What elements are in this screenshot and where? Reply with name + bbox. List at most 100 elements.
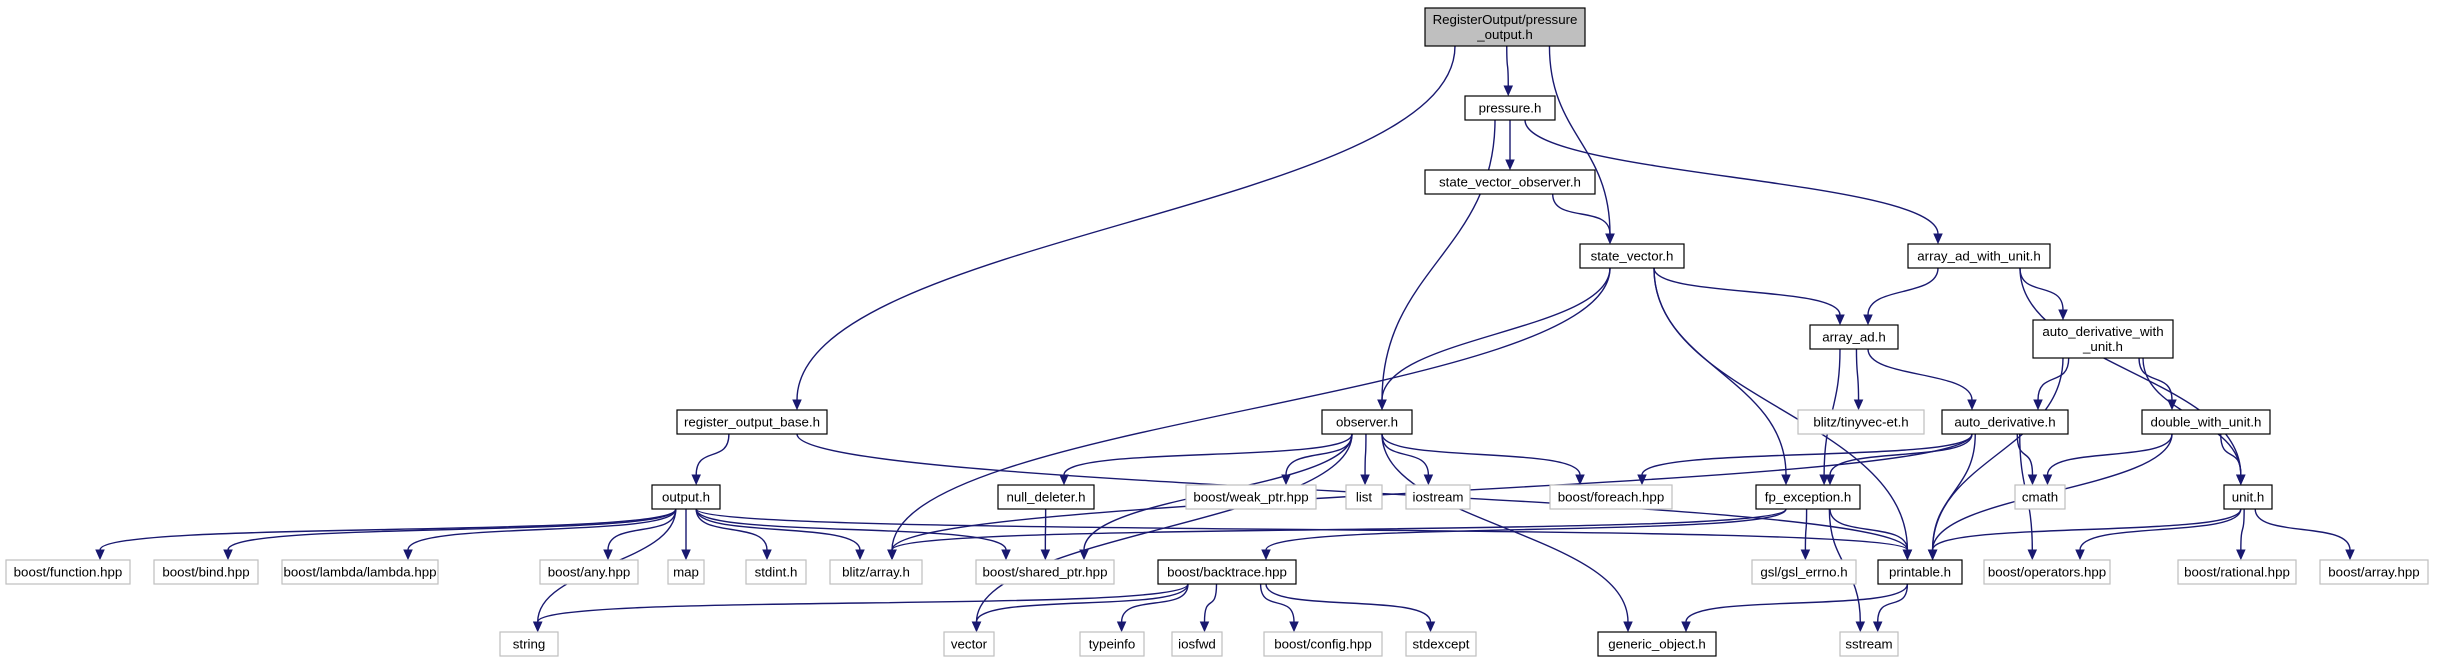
node-backtrace[interactable]: boost/backtrace.hpp <box>1157 559 1297 585</box>
arrowhead <box>2236 474 2246 486</box>
node-box <box>1809 324 1899 350</box>
node-observer[interactable]: observer.h <box>1321 409 1413 435</box>
arrowhead <box>1425 621 1436 633</box>
node-dwu[interactable]: double_with_unit.h <box>2141 409 2271 435</box>
node-box <box>975 559 1115 585</box>
node-config[interactable]: boost/config.hpp <box>1263 631 1383 657</box>
node-operators[interactable]: boost/operators.hpp <box>1983 559 2111 585</box>
node-typeinfo[interactable]: typeinfo <box>1079 631 1145 657</box>
node-any[interactable]: boost/any.hpp <box>539 559 639 585</box>
arrowhead <box>971 621 982 633</box>
arrowhead <box>1059 474 1069 486</box>
edge-ad-to-cmath <box>2016 433 2034 476</box>
edge-sv-to-fpexc <box>1653 267 1787 476</box>
edges-layer <box>95 45 2355 633</box>
node-box <box>1597 631 1717 657</box>
node-label: auto_derivative_with <box>2042 324 2163 339</box>
node-foreach[interactable]: boost/foreach.hpp <box>1549 484 1673 510</box>
node-label: typeinfo <box>1089 637 1136 652</box>
node-ad[interactable]: auto_derivative.h <box>1941 409 2069 435</box>
node-nulldel[interactable]: null_deleter.h <box>997 484 1095 510</box>
node-shptr[interactable]: boost/shared_ptr.hpp <box>975 559 1115 585</box>
edge-dwu-to-unit <box>2220 433 2242 476</box>
arrowhead <box>1605 233 1615 245</box>
node-function[interactable]: boost/function.hpp <box>5 559 131 585</box>
edge-fpexc-to-backtrace <box>1265 508 1787 551</box>
edge-ad-to-printable <box>1931 433 1976 551</box>
node-gslerrno[interactable]: gsl/gsl_errno.h <box>1751 559 1857 585</box>
node-box <box>2014 484 2066 510</box>
node-box <box>2223 484 2273 510</box>
node-barray[interactable]: boost/array.hpp <box>2319 559 2429 585</box>
node-pressure[interactable]: pressure.h <box>1464 95 1556 121</box>
arrowhead <box>223 549 233 561</box>
node-unit[interactable]: unit.h <box>2223 484 2273 510</box>
edge-observer-to-generic <box>1381 433 1629 623</box>
node-iostream[interactable]: iostream <box>1405 484 1471 510</box>
node-stdint[interactable]: stdint.h <box>745 559 807 585</box>
edge-aad-to-tinyvec <box>1855 348 1860 401</box>
node-box <box>499 631 559 657</box>
edge-unit-to-printable <box>1931 508 2242 551</box>
arrowhead <box>855 549 865 561</box>
node-label: vector <box>951 637 988 652</box>
node-map[interactable]: map <box>667 559 705 585</box>
node-aad[interactable]: array_ad.h <box>1809 324 1899 350</box>
edge-sv-to-printable <box>1653 267 1909 551</box>
edge-aawu-to-aad <box>1867 267 1939 316</box>
arrowhead <box>1623 621 1633 633</box>
node-svobs[interactable]: state_vector_observer.h <box>1424 169 1596 195</box>
node-label: sstream <box>1845 637 1892 652</box>
node-rational[interactable]: boost/rational.hpp <box>2177 559 2297 585</box>
node-printable[interactable]: printable.h <box>1877 559 1963 585</box>
node-box <box>1424 7 1586 47</box>
node-label: pressure.h <box>1479 101 1542 116</box>
node-bind[interactable]: boost/bind.hpp <box>153 559 259 585</box>
edge-unit-to-barray <box>2254 508 2351 551</box>
node-label: iostream <box>1413 490 1464 505</box>
node-sv[interactable]: state_vector.h <box>1579 243 1685 269</box>
node-output[interactable]: output.h <box>651 484 721 510</box>
edge-fpexc-to-printable <box>1829 508 1909 551</box>
node-stdexcept[interactable]: stdexcept <box>1405 631 1477 657</box>
edge-backtrace-to-typeinfo <box>1120 583 1189 623</box>
edge-backtrace-to-vector <box>975 583 1189 623</box>
edge-aad-to-ad <box>1867 348 1973 401</box>
arrowhead <box>1933 233 1943 245</box>
node-sstream[interactable]: sstream <box>1839 631 1899 657</box>
node-string[interactable]: string <box>499 631 559 657</box>
arrowhead <box>1872 621 1883 633</box>
node-blitzarr[interactable]: blitz/array.h <box>829 559 923 585</box>
edge-sv-to-observer <box>1381 267 1611 401</box>
node-label: register_output_base.h <box>684 415 820 430</box>
node-box <box>539 559 639 585</box>
node-tinyvec[interactable]: blitz/tinyvec-et.h <box>1797 409 1925 435</box>
node-list[interactable]: list <box>1345 484 1383 510</box>
node-lambda[interactable]: boost/lambda/lambda.hpp <box>281 559 439 585</box>
node-vector[interactable]: vector <box>943 631 995 657</box>
node-box <box>1983 559 2111 585</box>
edge-adwu-to-dwu <box>2138 357 2173 401</box>
node-box <box>745 559 807 585</box>
node-root[interactable]: RegisterOutput/pressure_output.h <box>1424 7 1586 47</box>
node-iosfwd[interactable]: iosfwd <box>1171 631 1223 657</box>
node-label: array_ad_with_unit.h <box>1917 249 2040 264</box>
node-adwu[interactable]: auto_derivative_with_unit.h <box>2032 319 2174 359</box>
node-fpexc[interactable]: fp_exception.h <box>1755 484 1861 510</box>
node-cmath[interactable]: cmath <box>2014 484 2066 510</box>
node-label: boost/backtrace.hpp <box>1167 565 1287 580</box>
arrowhead <box>2236 549 2246 561</box>
node-weak[interactable]: boost/weak_ptr.hpp <box>1185 484 1317 510</box>
node-box <box>651 484 721 510</box>
edge-backtrace-to-config <box>1259 583 1295 623</box>
node-aawu[interactable]: array_ad_with_unit.h <box>1907 243 2051 269</box>
node-generic[interactable]: generic_object.h <box>1597 631 1717 657</box>
node-label: boost/lambda/lambda.hpp <box>283 565 436 580</box>
node-label: boost/function.hpp <box>14 565 123 580</box>
arrowhead <box>1001 549 1011 561</box>
arrowhead <box>1855 621 1866 633</box>
node-label: _output.h <box>1476 27 1532 42</box>
node-label: gsl/gsl_errno.h <box>1760 565 1847 580</box>
node-rob[interactable]: register_output_base.h <box>676 409 828 435</box>
node-box <box>5 559 131 585</box>
